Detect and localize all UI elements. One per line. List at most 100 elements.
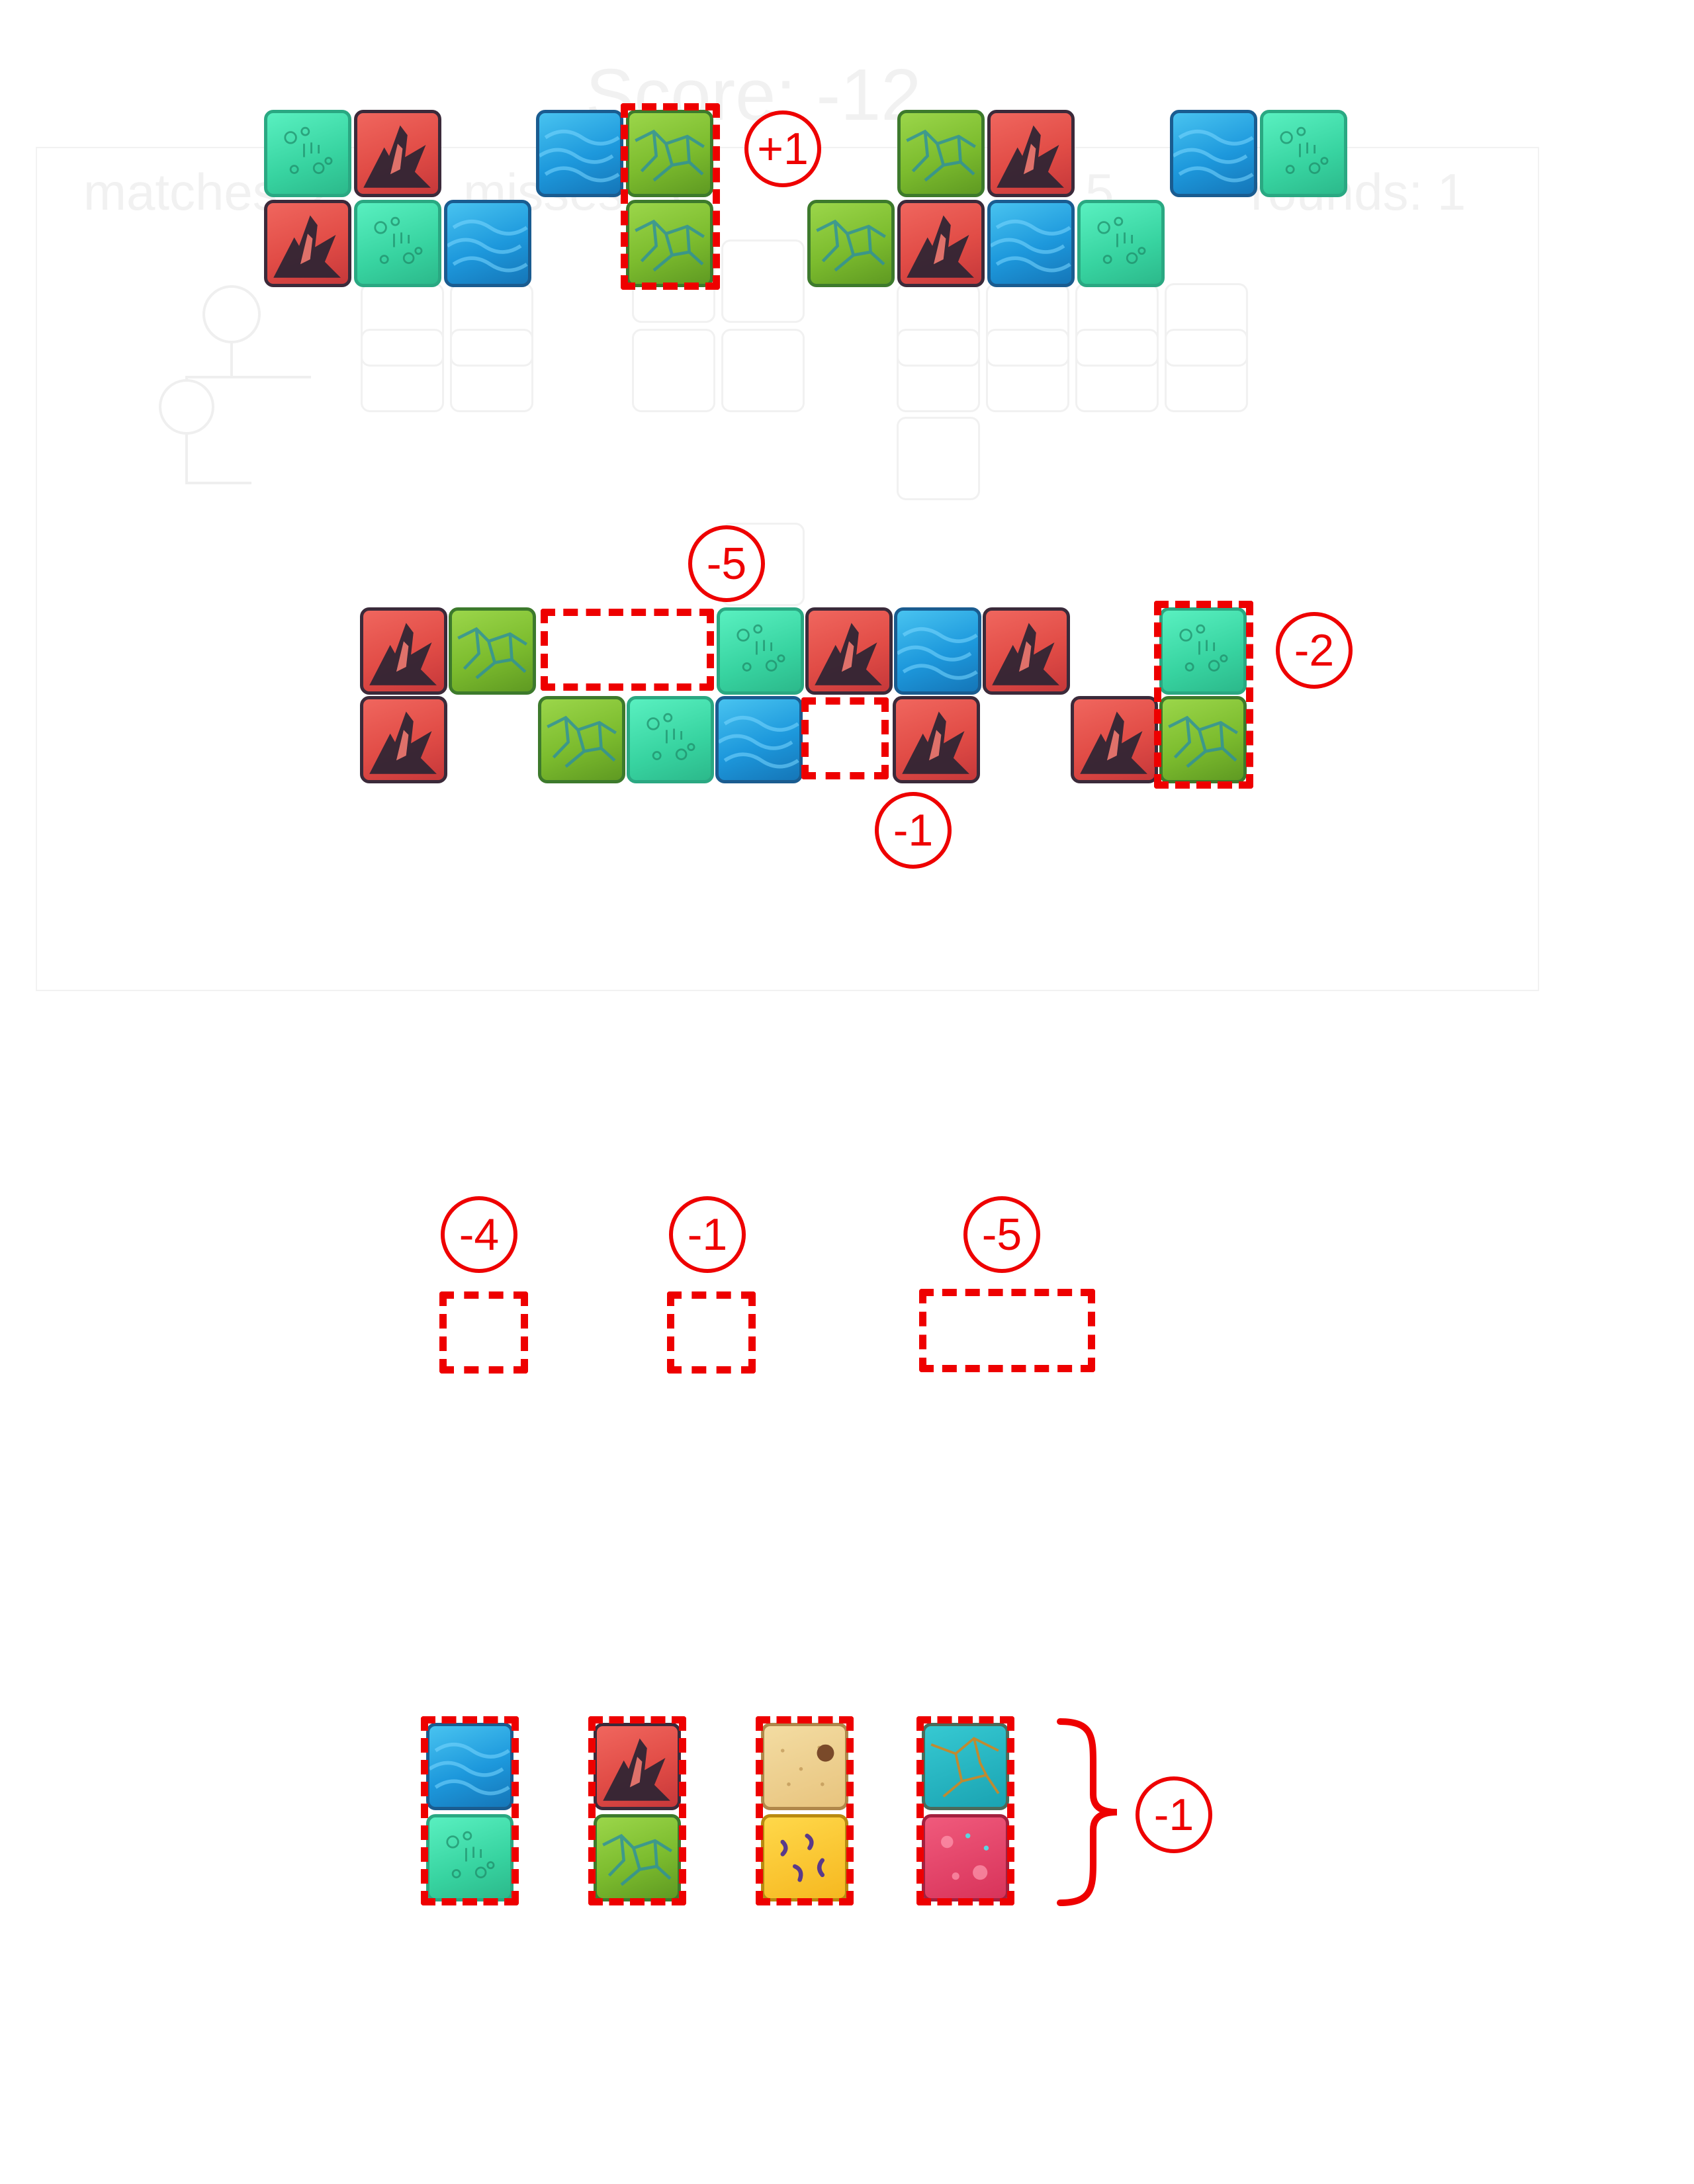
red-crack-tile <box>360 696 447 783</box>
green-rock-texture-icon <box>1168 715 1238 768</box>
pair-box <box>756 1716 854 1905</box>
blue-wave-tile <box>536 110 623 197</box>
blue-wave-texture-icon <box>539 129 620 183</box>
blue-wave-texture-icon <box>991 219 1071 273</box>
red-crack-tile <box>983 607 1070 695</box>
red-crack-tile <box>893 696 980 783</box>
teal-bubble-texture-icon <box>736 624 785 672</box>
green-rock-tile <box>626 200 713 287</box>
yellow-worm-texture-icon <box>780 1833 825 1882</box>
empty-cell <box>632 329 715 412</box>
green-rock-texture-icon <box>547 715 617 768</box>
sand-tile <box>761 1723 848 1810</box>
score-circle: -5 <box>963 1196 1040 1273</box>
green-rock-texture-icon <box>816 219 886 272</box>
teal-bubble-tile <box>717 607 804 695</box>
blue-wave-tile <box>894 607 981 695</box>
green-rock-texture-icon <box>635 219 705 272</box>
green-rock-tile <box>538 696 625 783</box>
red-crack-texture-icon <box>815 623 882 685</box>
teal-bubble-texture-icon <box>446 1831 495 1878</box>
sand-texture-icon <box>780 1744 834 1786</box>
teal-bubble-tile <box>627 696 714 783</box>
pair-box <box>421 1716 519 1905</box>
green-rock-tile <box>807 200 895 287</box>
teal-bubble-texture-icon <box>1097 216 1146 264</box>
empty-cell <box>1165 283 1248 367</box>
pink-spot-texture-icon <box>941 1833 989 1880</box>
teal-bubble-texture-icon <box>284 126 333 174</box>
teal-bubble-tile <box>1159 607 1247 695</box>
red-crack-texture-icon <box>369 711 437 774</box>
green-rock-tile <box>897 110 985 197</box>
empty-cell <box>361 329 444 412</box>
score-circle: +1 <box>744 110 821 187</box>
empty-cell <box>897 329 980 412</box>
red-crack-tile <box>354 110 441 197</box>
pair-box <box>916 1716 1014 1905</box>
highlight-box <box>621 103 720 290</box>
teal-bubble-tile <box>264 110 351 197</box>
score-circle: -1 <box>1136 1776 1212 1853</box>
teal-bubble-texture-icon <box>646 713 695 760</box>
score-circle: -4 <box>441 1196 517 1273</box>
blue-wave-texture-icon <box>719 715 799 769</box>
green-rock-texture-icon <box>602 1833 672 1886</box>
red-crack-tile <box>264 200 351 287</box>
score-circle: -5 <box>688 525 765 602</box>
pair-box <box>588 1716 686 1905</box>
empty-cell <box>1075 329 1159 412</box>
red-crack-texture-icon <box>997 125 1064 188</box>
teal-bubble-tile <box>1260 110 1347 197</box>
teal-bubble-tile <box>1077 200 1165 287</box>
teal-bubble-texture-icon <box>1179 624 1228 672</box>
empty-cell <box>450 329 533 412</box>
red-crack-texture-icon <box>992 623 1059 685</box>
legend-box-small <box>667 1291 756 1374</box>
blue-wave-texture-icon <box>897 627 978 680</box>
legend-box-small <box>439 1291 528 1374</box>
red-crack-texture-icon <box>369 623 437 685</box>
red-crack-tile <box>987 110 1075 197</box>
blue-wave-tile <box>987 200 1075 287</box>
red-crack-tile <box>594 1723 681 1810</box>
red-crack-tile <box>360 607 447 695</box>
green-rock-texture-icon <box>457 627 527 679</box>
score-circle: -2 <box>1276 612 1353 689</box>
blue-wave-tile <box>1170 110 1257 197</box>
green-rock-tile <box>449 607 536 695</box>
blue-wave-texture-icon <box>429 1742 510 1796</box>
empty-cell <box>1165 329 1248 412</box>
empty-cell <box>721 240 805 323</box>
red-crack-texture-icon <box>907 215 974 278</box>
red-crack-texture-icon <box>273 215 341 278</box>
score-circle: -1 <box>875 792 952 869</box>
green-rock-tile <box>626 110 713 197</box>
red-crack-texture-icon <box>363 125 431 188</box>
blue-wave-tile <box>715 696 803 783</box>
teal-bubble-texture-icon <box>1280 126 1329 174</box>
empty-cell <box>721 329 805 412</box>
teal-bubble-tile <box>354 200 441 287</box>
empty-cell <box>897 417 980 500</box>
red-crack-tile <box>1071 696 1158 783</box>
cyan-vein-texture-icon <box>930 1737 1000 1798</box>
blue-wave-texture-icon <box>447 219 528 273</box>
gap-box <box>541 609 714 691</box>
blue-wave-texture-icon <box>1173 129 1254 183</box>
legend-box-wide <box>919 1289 1095 1372</box>
blue-wave-tile <box>444 200 531 287</box>
red-crack-tile <box>805 607 893 695</box>
red-crack-texture-icon <box>1080 711 1147 774</box>
highlight-box <box>1154 601 1253 789</box>
teal-bubble-texture-icon <box>374 216 423 264</box>
curly-brace <box>1057 1718 1118 1906</box>
green-rock-texture-icon <box>635 129 705 182</box>
green-rock-texture-icon <box>906 129 976 182</box>
score-circle: -1 <box>669 1196 746 1273</box>
red-crack-tile <box>897 200 985 287</box>
faint-node-icon <box>159 285 311 484</box>
red-crack-texture-icon <box>902 711 969 774</box>
empty-cell <box>986 329 1069 412</box>
